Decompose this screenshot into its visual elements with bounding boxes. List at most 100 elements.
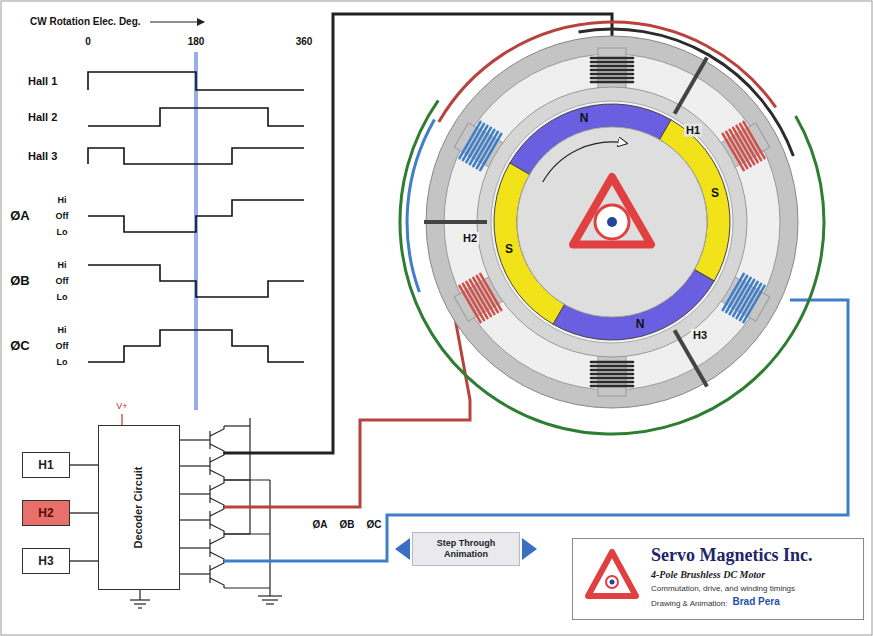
label-text: 360: [296, 36, 313, 48]
supply-line: [121, 414, 122, 425]
label-text: ØB: [340, 519, 355, 531]
node-text: Decoder Circuit: [132, 467, 145, 549]
illustration-part: [209, 431, 210, 449]
node-text: Servo Magnetics Inc.: [651, 545, 812, 566]
label-text: ØC: [367, 519, 382, 531]
label-text: CW Rotation Elec. Deg.: [30, 16, 141, 28]
logo-mark: [588, 552, 636, 596]
illustration-part: [210, 524, 224, 534]
illustration-part: [209, 511, 210, 529]
illustration-part: [224, 587, 270, 588]
hall-input-box: H2: [22, 500, 70, 526]
illustration-part: [210, 560, 224, 570]
illustration-part: [180, 493, 210, 494]
node-text: H3: [38, 554, 53, 568]
hall-sensor: [675, 58, 708, 114]
step-forward-button: [522, 538, 537, 560]
label-text: Hall 3: [28, 150, 57, 163]
illustration-part: [88, 108, 304, 126]
step-button: Step Through Animation: [412, 532, 520, 566]
illustration-part: [210, 534, 224, 544]
label-text: ØA: [10, 209, 30, 224]
illustration-part: [209, 539, 210, 557]
illustration-part: [130, 599, 150, 600]
label-text: Hi: [58, 260, 67, 270]
illustration-part: [180, 519, 210, 520]
label-text: ØA: [313, 519, 328, 531]
label-text: 0: [85, 36, 91, 48]
node-text: Step Through Animation: [431, 538, 501, 560]
illustration-part: [224, 425, 250, 426]
label-text: Lo: [57, 292, 68, 302]
label-text: Lo: [57, 357, 68, 367]
step-back-button: [395, 538, 410, 560]
illustration-part: [210, 552, 224, 562]
illustration-part: [209, 485, 210, 503]
logo-panel: [572, 538, 864, 620]
node-text: Commutation, drive, and winding timings: [651, 584, 795, 593]
logo-mark: [573, 177, 651, 245]
illustration-part: [88, 72, 304, 90]
illustration-part: [210, 578, 224, 588]
illustration-part: [210, 498, 224, 508]
label-text: Hi: [58, 195, 67, 205]
node-text: H1: [38, 458, 53, 472]
node-text: H2: [38, 506, 53, 520]
hall-input-box: H1: [22, 452, 70, 478]
label-text: H3: [691, 329, 709, 342]
illustration-part: [210, 452, 224, 462]
illustration-part: [134, 603, 146, 604]
logo-box: Servo Magnetics Inc. 4-Pole Brushless DC …: [572, 538, 864, 620]
illustration-part: [210, 480, 224, 490]
label-text: V+: [116, 401, 127, 411]
illustration-part: [88, 148, 304, 164]
illustration-part: [139, 590, 140, 600]
illustration-part: [262, 599, 278, 600]
illustration-part: [224, 479, 270, 480]
illustration-part: [224, 533, 270, 534]
label-text: Off: [56, 341, 69, 351]
label-text: Lo: [57, 227, 68, 237]
label-text: Off: [56, 276, 69, 286]
illustration-part: [249, 418, 250, 534]
label-text: H1: [684, 124, 702, 137]
illustration-part: [258, 595, 282, 596]
label-text: Hall 2: [28, 111, 57, 124]
illustration-part: [180, 439, 210, 440]
label-text: Hall 1: [28, 75, 57, 88]
waveforms: [88, 72, 304, 362]
ground-symbol: [130, 590, 150, 608]
illustration-part: [138, 607, 142, 608]
label-text: S: [711, 187, 719, 201]
label-text: H2: [461, 232, 479, 245]
transistor-bridge: [180, 418, 282, 604]
illustration-part: [210, 426, 224, 436]
illustration-part: [88, 200, 304, 232]
label-text: Hi: [58, 325, 67, 335]
illustration-part: [610, 580, 615, 585]
illustration-part: [210, 444, 224, 454]
signal-wire: [70, 464, 98, 465]
label-text: ØB: [10, 274, 30, 289]
illustration-part: [209, 457, 210, 475]
node-text: 4-Pole Brushless DC Motor: [651, 569, 765, 581]
illustration-part: [180, 547, 210, 548]
illustration-part: [607, 217, 617, 227]
decoder-box: Decoder Circuit: [98, 425, 180, 590]
illustration-part: [210, 470, 224, 480]
hall-sensor: [424, 220, 487, 224]
label-text: S: [505, 243, 513, 257]
illustration-part: [180, 465, 210, 466]
illustration-part: [595, 205, 629, 239]
label-text: N: [636, 318, 645, 332]
label-text: Off: [56, 211, 69, 221]
illustration-part: [210, 506, 224, 516]
pole-ring: [477, 87, 747, 357]
illustration-part: [269, 480, 270, 596]
node-text: Brad Pera: [732, 596, 779, 608]
label-text: N: [580, 112, 589, 126]
direction-arrow: [150, 21, 204, 22]
illustration-part: [266, 603, 274, 604]
